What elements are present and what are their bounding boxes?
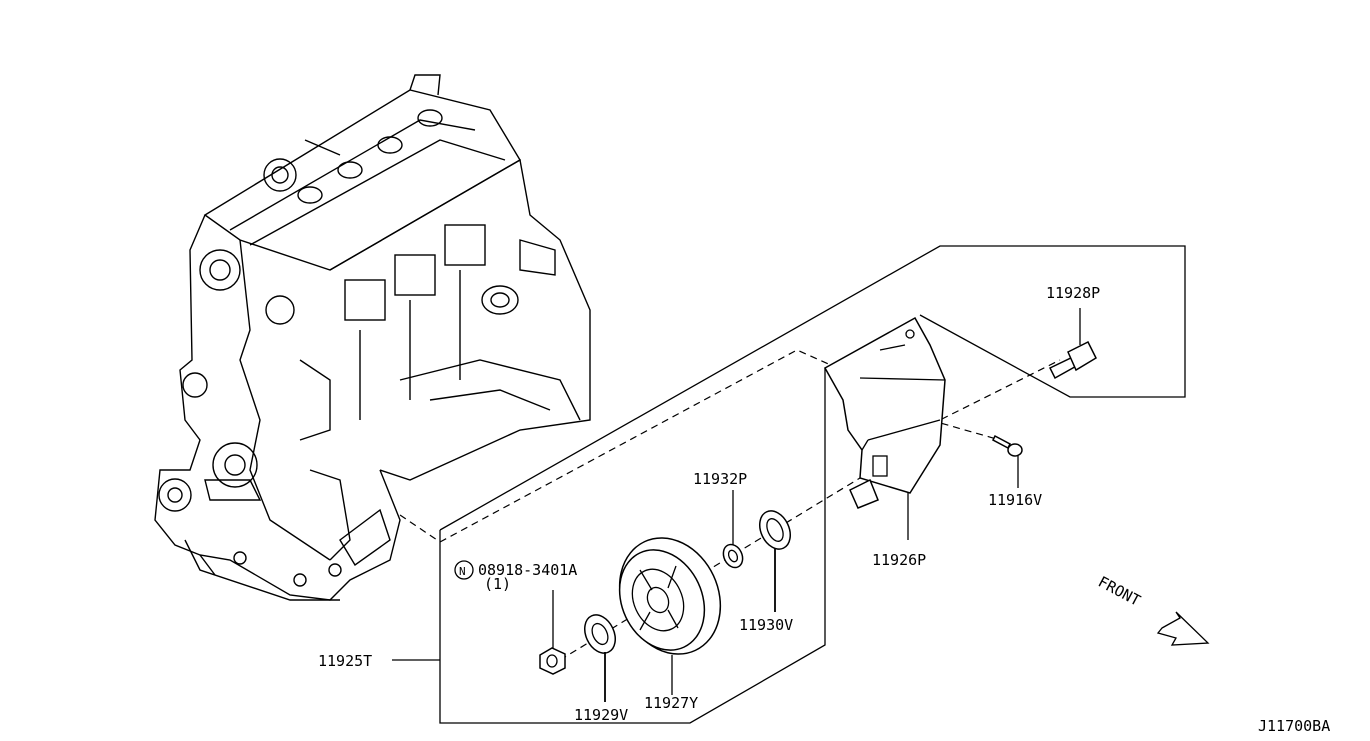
- bolt-11928P-drawing: [1048, 308, 1097, 380]
- leader-dashed-5: [559, 477, 861, 661]
- label-08918-qty: (1): [484, 575, 511, 593]
- seal-11929V-drawing: [584, 614, 616, 702]
- bracket-11926P-drawing: [823, 316, 946, 540]
- leader-dashed-3: [919, 359, 1061, 431]
- seal-11930V-drawing: [759, 510, 791, 612]
- label-n-symbol: N: [459, 565, 466, 578]
- outer-group-outline: [439, 245, 1186, 531]
- engine-assembly-illustration: [154, 74, 591, 601]
- bolt-11916V-drawing: [992, 434, 1023, 488]
- front-arrow-icon: [1156, 611, 1210, 646]
- washer-11932P-drawing: [722, 490, 744, 569]
- label-11925T: 11925T: [318, 652, 372, 670]
- n-symbol-circle: [454, 560, 474, 580]
- label-11926P: 11926P: [872, 551, 926, 569]
- nut-08918-drawing: [539, 590, 566, 675]
- label-11927Y: 11927Y: [644, 694, 698, 712]
- label-11930V: 11930V: [739, 616, 793, 634]
- label-11928P: 11928P: [1046, 284, 1100, 302]
- leader-dashed-2: [439, 349, 861, 543]
- leader-dashed-1: [399, 514, 441, 543]
- pulley-11927Y-drawing: [618, 537, 722, 695]
- label-11929V: 11929V: [574, 706, 628, 724]
- label-11932P: 11932P: [693, 470, 747, 488]
- diagram-code: J11700BA: [1258, 717, 1330, 735]
- inner-group-outline: [439, 368, 826, 724]
- label-08918-3401A: 08918-3401A: [478, 561, 577, 579]
- label-11916V: 11916V: [988, 491, 1042, 509]
- label-front: FRONT: [1095, 573, 1143, 610]
